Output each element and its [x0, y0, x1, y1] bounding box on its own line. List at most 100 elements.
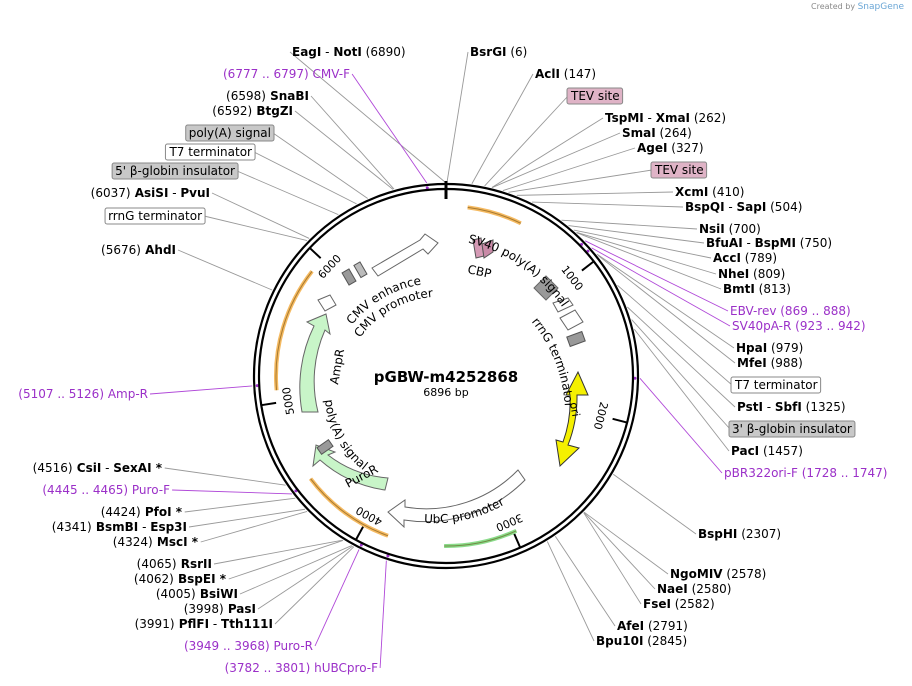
enzyme-label-20: PstI - SbfI (1325) — [737, 400, 846, 414]
primer-site-39 — [255, 384, 259, 388]
label-pos: (6777 .. 6797) — [223, 67, 309, 81]
label-name: BspHI — [698, 527, 737, 541]
watermark-prefix: Created by — [811, 2, 856, 11]
leader-line-41 — [172, 489, 292, 495]
label-pos: (869 .. 888) — [776, 304, 850, 318]
leader-line-51 — [379, 560, 387, 669]
label-name2: XmaI — [656, 111, 690, 125]
feature-box-3 — [566, 87, 624, 105]
tick-mark-3000 — [513, 533, 522, 549]
leader-line-8 — [516, 191, 674, 196]
primer-label-50: (3949 .. 3968) Puro-R — [184, 639, 313, 653]
leader-line-31 — [310, 95, 395, 190]
label-sep: - — [138, 520, 150, 534]
label-name: 5' β-globin insulator — [115, 164, 235, 178]
tick-mark-6000 — [309, 247, 322, 259]
label-pos: (262) — [690, 111, 726, 125]
leader-line-3 — [484, 95, 569, 187]
feature-arc-core-6 — [275, 271, 313, 391]
leader-line-47 — [239, 545, 352, 595]
label-name: XcmI — [675, 185, 708, 199]
label-pos: (4445 .. 4465) — [42, 483, 128, 497]
label-pos: (3782 .. 3801) — [225, 661, 311, 675]
enzyme-label-4: TspMI - XmaI (262) — [605, 111, 726, 125]
sv-block-a — [341, 268, 357, 286]
rrng-arrow-b — [559, 309, 584, 331]
enzyme-label-28: AfeI (2791) — [617, 619, 688, 633]
label-sep: - — [725, 200, 737, 214]
label-name: BfuAI — [706, 236, 743, 250]
label-pos: (789) — [741, 251, 777, 265]
enzyme-label-29: Bpu10I (2845) — [596, 634, 687, 648]
label-name: BmtI — [723, 282, 755, 296]
enzyme-label-26: NaeI (2580) — [657, 582, 731, 596]
label-name: AhdI — [141, 243, 176, 257]
ubc-promoter-arrow — [387, 469, 526, 529]
enzyme-label-45: (4065) RsrII — [137, 557, 212, 571]
enzyme-label-25: NgoMIV (2578) — [670, 567, 766, 581]
feature-label-35: 5' β-globin insulator — [115, 164, 235, 178]
leader-line-16 — [591, 247, 731, 327]
label-pos: (4065) — [137, 557, 177, 571]
label-name: AclI — [535, 67, 560, 81]
leader-line-21 — [631, 319, 731, 430]
label-name: AsiSI — [131, 186, 169, 200]
leader-line-42 — [184, 497, 296, 513]
label-pos: (2307) — [737, 527, 781, 541]
label-sep: - — [321, 45, 333, 59]
enzyme-label-2: AclI (147) — [535, 67, 596, 81]
leader-line-19 — [617, 284, 733, 386]
puror-block — [316, 439, 334, 455]
label-pos: (2791) — [644, 619, 688, 633]
plasmid-name: pGBW-m4252868 — [374, 368, 518, 386]
feature-arc-core-0 — [467, 206, 522, 224]
enzyme-label-49: (3991) PflFI - Tth111I — [135, 617, 273, 631]
rrng-arrow-a — [552, 297, 574, 313]
leader-line-7 — [508, 169, 653, 193]
label-name: AfeI — [617, 619, 644, 633]
leader-line-25 — [583, 511, 669, 575]
leader-line-10 — [561, 219, 698, 230]
label-pos: (4062) — [134, 572, 174, 586]
enzyme-label-0: EagI - NotI (6890) — [292, 45, 406, 59]
label-pos: (5107 .. 5126) — [18, 387, 104, 401]
enzyme-label-43: (4341) BsmBI - Esp3I — [52, 520, 187, 534]
label-name: SV40pA-R — [732, 319, 791, 333]
enzyme-label-44: (4324) MscI * — [113, 535, 199, 549]
primer-label-41: (4445 .. 4465) Puro-F — [42, 483, 170, 497]
leader-line-12 — [573, 229, 712, 259]
feature-label-19: T7 terminator — [734, 378, 818, 392]
feature-arcs — [274, 205, 522, 548]
leader-line-20 — [627, 306, 736, 408]
leader-line-50 — [314, 549, 360, 647]
leader-line-17 — [596, 253, 735, 349]
label-name: TEV site — [570, 89, 620, 103]
leader-line-34 — [253, 151, 357, 205]
leader-line-1 — [446, 51, 469, 183]
enzyme-label-40: (4516) CsiI - SexAI * — [33, 461, 163, 475]
tick-label-4000: 4000 — [354, 503, 385, 528]
enzyme-label-12: AccI (789) — [713, 251, 777, 265]
leader-line-11 — [568, 225, 705, 244]
leader-line-0 — [289, 51, 446, 183]
leader-line-45 — [213, 539, 343, 565]
enzyme-label-36: (6037) AsiSI - PvuI — [91, 186, 210, 200]
leader-line-33 — [272, 132, 368, 199]
label-name: RsrII — [177, 557, 212, 571]
label-name: SmaI — [622, 126, 656, 140]
label-pos: (327) — [667, 141, 703, 155]
label-name: poly(A) signal — [189, 126, 271, 140]
primer-label-15: EBV-rev (869 .. 888) — [730, 304, 851, 318]
label-name: BsiWI — [196, 587, 238, 601]
label-name: TspMI — [605, 111, 644, 125]
label-pos: (6) — [507, 45, 528, 59]
leader-line-14 — [576, 232, 722, 290]
feature-box-7 — [650, 161, 708, 179]
enzyme-label-18: MfeI (988) — [737, 356, 803, 370]
label-name: pBR322ori-F — [724, 466, 798, 480]
enzyme-label-17: HpaI (979) — [736, 341, 803, 355]
label-pos: (4324) — [113, 535, 153, 549]
label-pos: (923 .. 942) — [791, 319, 865, 333]
label-pos: (809) — [749, 267, 785, 281]
